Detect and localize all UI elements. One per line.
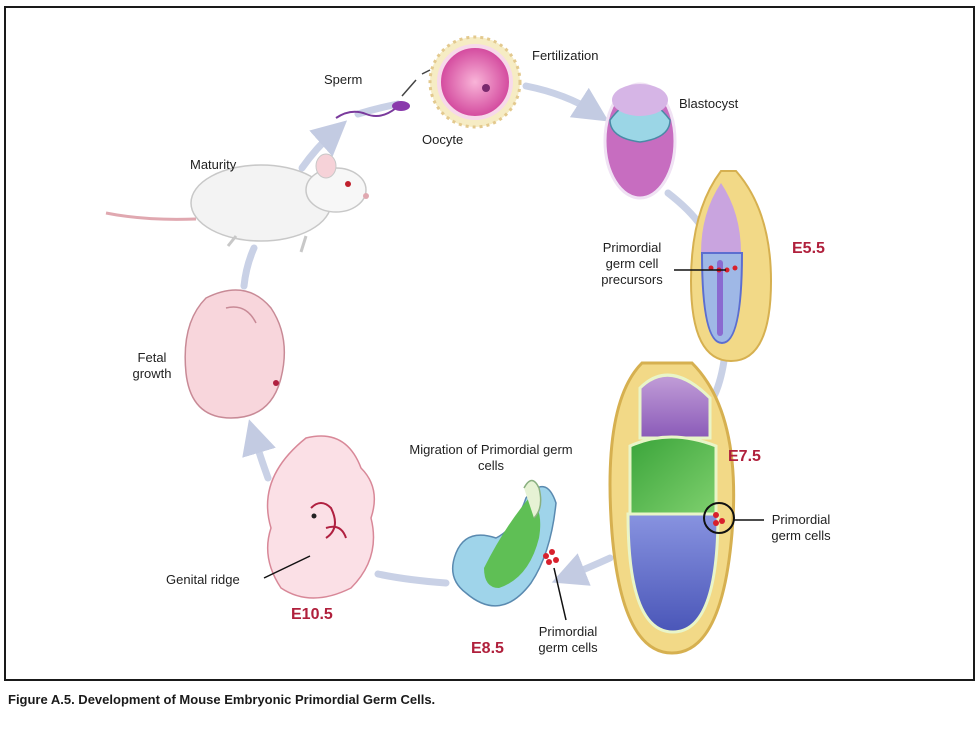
label-pgc-precursors: Primordial germ cell precursors bbox=[601, 240, 663, 287]
stage-e75: E7.5 bbox=[728, 448, 761, 465]
label-blastocyst: Blastocyst bbox=[679, 96, 739, 111]
arrow-oocyte-to-blastocyst bbox=[522, 82, 609, 122]
label-migration: Migration of Primordial germ cells bbox=[409, 442, 573, 473]
arrow-fetal-to-maturity bbox=[240, 244, 258, 290]
label-oocyte: Oocyte bbox=[422, 132, 464, 147]
cycle-arrows bbox=[240, 82, 728, 587]
label-fetal-growth: Fetal growth bbox=[132, 350, 172, 381]
e75-embryo-illustration bbox=[608, 361, 736, 655]
stage-e105: E10.5 bbox=[291, 606, 333, 623]
label-fertilization: Fertilization bbox=[532, 48, 599, 63]
stage-e55: E5.5 bbox=[792, 240, 825, 257]
figure-frame: Sperm Fertilization Oocyte Blastocyst Ma… bbox=[4, 6, 975, 681]
label-pgc-e85: Primordial germ cells bbox=[538, 624, 598, 655]
e55-embryo-illustration bbox=[689, 170, 773, 363]
mouse-illustration bbox=[105, 153, 369, 253]
fetus-illustration bbox=[184, 289, 286, 419]
arrow-maturity-to-sperm bbox=[298, 120, 348, 172]
e105-embryo-illustration bbox=[266, 435, 376, 599]
label-genital-ridge: Genital ridge bbox=[166, 572, 240, 587]
figure-caption: Figure A.5. Development of Mouse Embryon… bbox=[8, 692, 436, 707]
leader-genital-ridge bbox=[263, 555, 311, 579]
stage-e85: E8.5 bbox=[471, 640, 504, 657]
leader-lines bbox=[263, 269, 764, 621]
label-maturity: Maturity bbox=[190, 157, 237, 172]
arrow-e75-to-e85 bbox=[551, 553, 614, 586]
arrow-e105-to-fetal bbox=[242, 419, 276, 482]
lifecycle-diagram bbox=[105, 35, 773, 655]
arrow-blastocyst-to-e55 bbox=[664, 189, 705, 230]
blastocyst-illustration bbox=[603, 82, 677, 200]
label-pgc-e75: Primordial germ cells bbox=[771, 512, 831, 543]
arrow-e85-to-e105 bbox=[374, 570, 450, 587]
oocyte-illustration bbox=[428, 35, 522, 129]
sperm-illustration bbox=[335, 69, 431, 119]
e85-embryo-illustration bbox=[451, 479, 559, 607]
label-sperm: Sperm bbox=[324, 72, 363, 87]
leader-pgc-e85 bbox=[553, 567, 567, 621]
